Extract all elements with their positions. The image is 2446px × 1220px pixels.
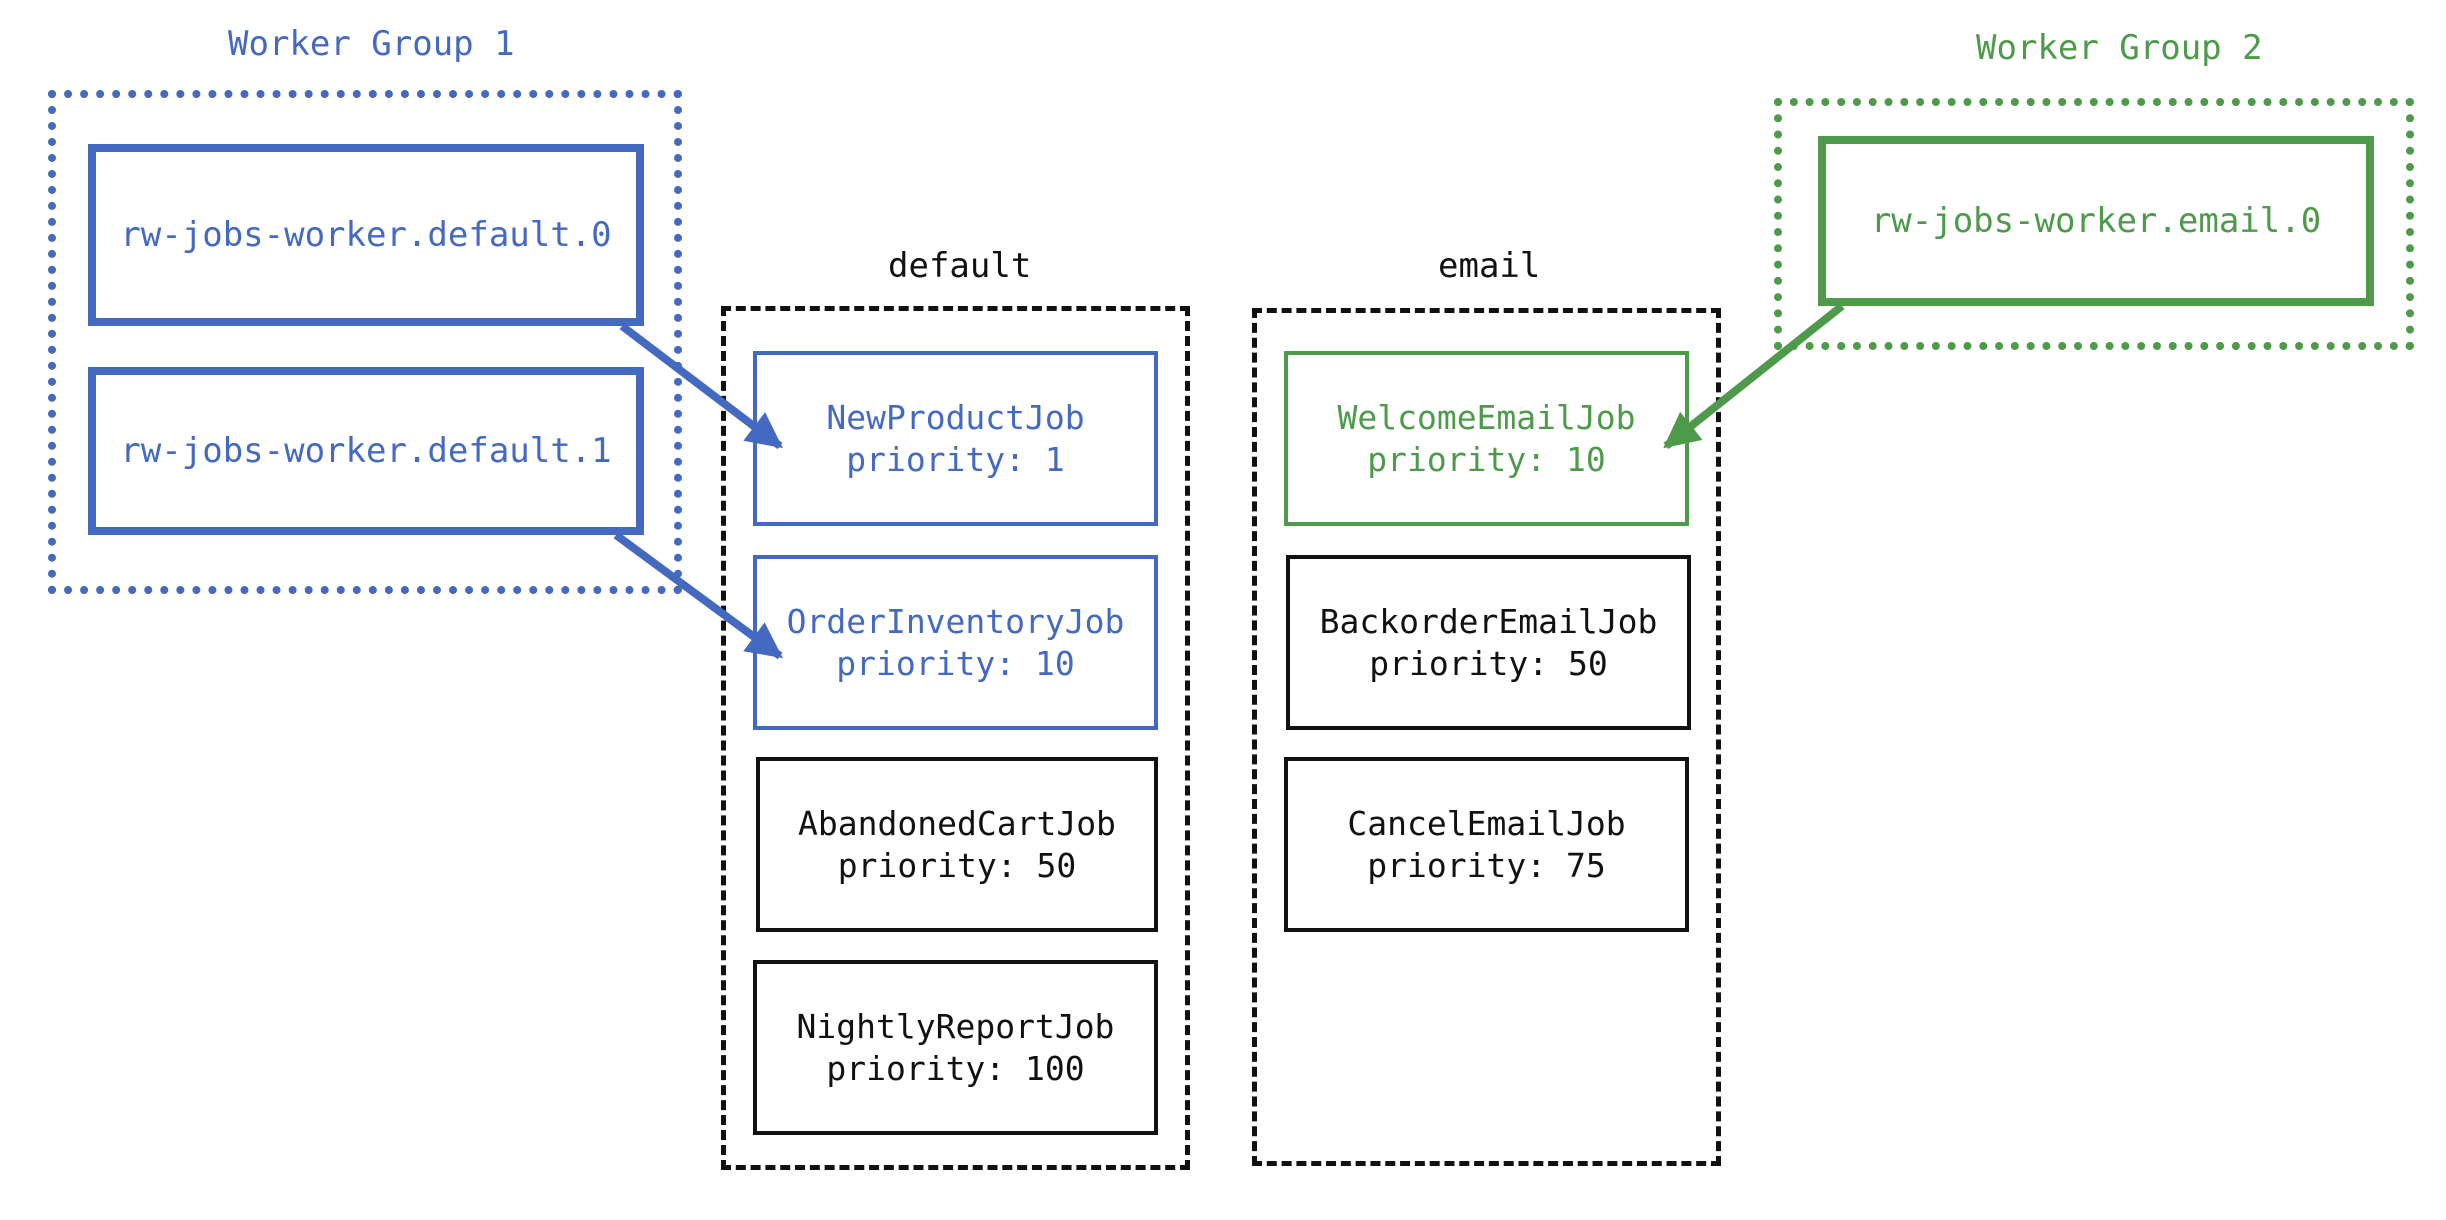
job-abandoned-cart: AbandonedCartJob priority: 50 xyxy=(756,757,1158,932)
job-name: NightlyReportJob xyxy=(796,1006,1115,1046)
arrow-worker-email-0-to-welcome-email xyxy=(1663,302,1845,450)
worker-group-1 xyxy=(48,90,682,594)
worker-email-0: rw-jobs-worker.email.0 xyxy=(1818,136,2374,306)
job-new-product: NewProductJob priority: 1 xyxy=(753,351,1158,526)
worker-group-1-title: Worker Group 1 xyxy=(228,24,515,64)
arrow-worker-default-0-to-new-product xyxy=(619,322,783,450)
job-priority: priority: 100 xyxy=(826,1048,1085,1088)
job-priority: priority: 50 xyxy=(1369,643,1608,683)
job-name: OrderInventoryJob xyxy=(786,601,1125,641)
job-priority: priority: 75 xyxy=(1367,845,1606,885)
job-name: WelcomeEmailJob xyxy=(1337,397,1636,437)
queue-email-title: email xyxy=(1438,246,1541,286)
job-name: BackorderEmailJob xyxy=(1319,601,1658,641)
worker-group-2 xyxy=(1774,98,2414,350)
worker-group-2-title: Worker Group 2 xyxy=(1976,28,2263,68)
job-backorder-email: BackorderEmailJob priority: 50 xyxy=(1286,555,1691,730)
job-welcome-email: WelcomeEmailJob priority: 10 xyxy=(1284,351,1689,526)
job-name: AbandonedCartJob xyxy=(798,803,1116,843)
job-name: NewProductJob xyxy=(826,397,1085,437)
arrow-worker-default-1-to-order-inventory xyxy=(613,531,783,660)
job-priority: priority: 10 xyxy=(1367,439,1606,479)
queue-default-title: default xyxy=(888,246,1032,286)
job-priority: priority: 1 xyxy=(846,439,1065,479)
job-order-inventory: OrderInventoryJob priority: 10 xyxy=(753,555,1158,730)
job-priority: priority: 50 xyxy=(837,845,1077,885)
job-name: CancelEmailJob xyxy=(1347,803,1626,843)
job-priority: priority: 10 xyxy=(836,643,1075,683)
queue-default xyxy=(721,306,1190,1170)
queue-email xyxy=(1252,308,1721,1166)
job-cancel-email: CancelEmailJob priority: 75 xyxy=(1284,757,1689,932)
worker-default-0: rw-jobs-worker.default.0 xyxy=(88,144,644,326)
job-nightly-report: NightlyReportJob priority: 100 xyxy=(753,960,1158,1135)
worker-default-1: rw-jobs-worker.default.1 xyxy=(88,367,644,535)
